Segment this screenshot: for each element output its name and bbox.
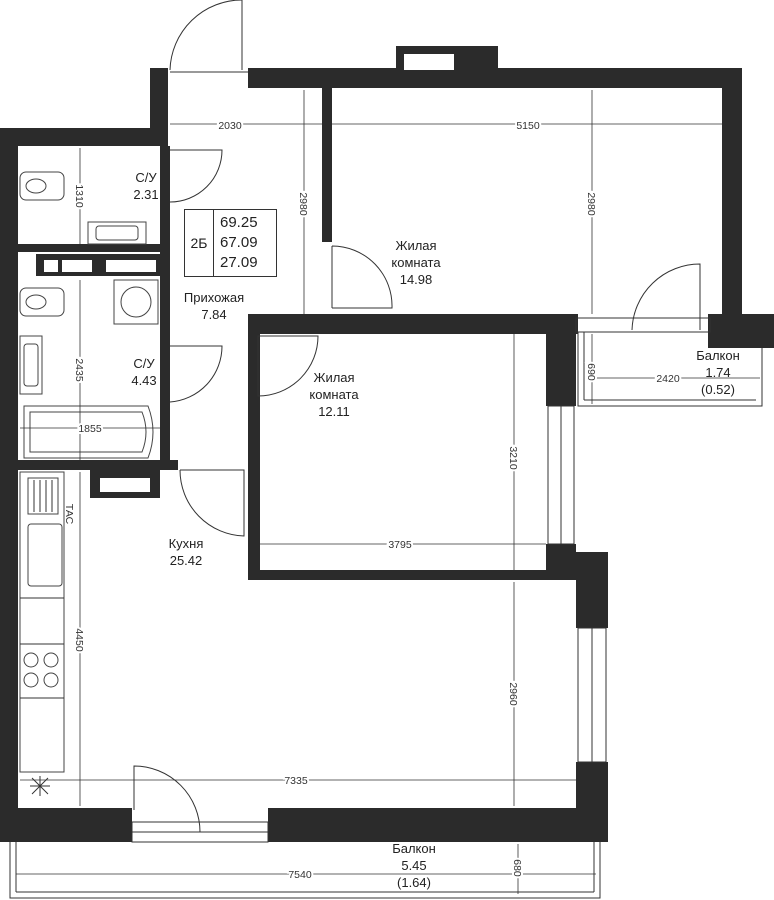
apartment-code: 2Б: [185, 210, 214, 276]
tac-label: ТАС: [63, 504, 75, 525]
total-area: 69.25: [220, 214, 258, 231]
room-bath2-area: 4.43: [131, 373, 156, 388]
windows: [131, 317, 711, 843]
dim-room2-height: 3210: [507, 446, 519, 470]
dim-hall-width: 2030: [218, 120, 242, 132]
room-living2-area: 12.11: [318, 404, 350, 419]
dim-balcony1-depth: 690: [585, 363, 597, 381]
room-kitchen-area: 25.42: [170, 553, 203, 568]
dim-balcony2-width: 7540: [288, 869, 312, 881]
fixtures: [19, 171, 159, 796]
dim-bath1-height: 1310: [73, 184, 85, 208]
room-hall-area: 7.84: [201, 307, 226, 322]
doors: [133, 0, 701, 833]
dim-hall-height: 2980: [297, 192, 309, 216]
dim-balcony1-width: 2420: [656, 373, 680, 385]
room-hall-name: Прихожая: [184, 290, 244, 305]
room-bath2-name: С/У: [133, 356, 155, 371]
dim-bath2-height: 2435: [73, 358, 85, 382]
room-bath1-area: 2.31: [133, 187, 158, 202]
room-balcony2-reduced: (1.64): [397, 875, 431, 890]
dimension-labels: 2030 5150 2980 2980 1310 2435 1855 3210 …: [63, 118, 682, 883]
apartment-info-box: 2Б 69.25 67.09 27.09: [184, 209, 277, 277]
room-living1-name-l1: Жилая: [395, 238, 436, 253]
room-kitchen-name: Кухня: [169, 536, 204, 551]
apartment-areas: 69.25 67.09 27.09: [214, 210, 276, 276]
room-bath1-name: С/У: [135, 170, 157, 185]
dimension-lines: [16, 90, 760, 894]
dim-balcony2-depth: 680: [511, 859, 523, 877]
living-total-area: 67.09: [220, 234, 258, 251]
room-living2-name-l2: комната: [309, 387, 359, 402]
room-living2-name-l1: Жилая: [313, 370, 354, 385]
dim-bath2-width: 1855: [78, 423, 102, 435]
room-balcony2-area: 5.45: [401, 858, 426, 873]
room-balcony1-reduced: (0.52): [701, 382, 735, 397]
room-labels: С/У 2.31 Прихожая 7.84 С/У 4.43 Жилая ко…: [131, 170, 739, 890]
dim-living-height: 2960: [507, 682, 519, 706]
dim-room1-height: 2980: [585, 192, 597, 216]
room-balcony2-name: Балкон: [392, 841, 436, 856]
living-area: 27.09: [220, 254, 258, 271]
walls: [0, 46, 774, 842]
room-balcony1-name: Балкон: [696, 348, 740, 363]
dim-room1-width: 5150: [516, 120, 540, 132]
room-living1-area: 14.98: [400, 272, 433, 287]
dim-kitchen-width: 7335: [284, 775, 308, 787]
dim-room2-width: 3795: [388, 539, 412, 551]
balconies: [9, 332, 763, 899]
room-living1-name-l2: комната: [391, 255, 441, 270]
room-balcony1-area: 1.74: [705, 365, 730, 380]
dim-kitchen-height: 4450: [73, 628, 85, 652]
